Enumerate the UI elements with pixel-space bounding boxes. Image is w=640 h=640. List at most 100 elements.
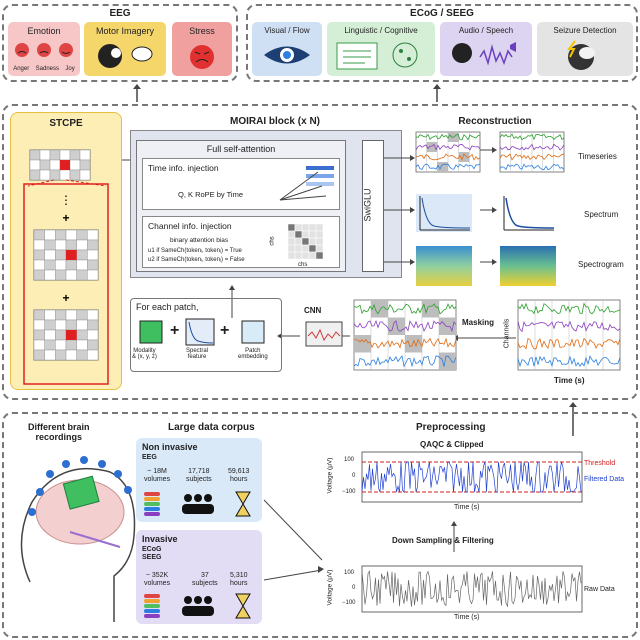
corpus-title: Large data corpus [168,422,255,433]
arrow-up-model [569,402,577,436]
raw-ylabel: Voltage (μV) [326,569,334,606]
swiglu-box [362,140,384,272]
patch-item-spectral: Spectral feature [186,348,209,360]
seizure-brain-icon [567,40,595,70]
bias-line-2: u2 if SameCh(tokenᵢ, tokenⱼ) = False [148,257,245,263]
filtered-ylabel: Voltage (μV) [326,457,334,494]
filtered-ytick-neg100: −100 [342,489,356,495]
ecog-title: ECoG / SEEG [410,8,474,19]
bias-title: binary attention bias [170,237,229,244]
masking-label: Masking [462,318,495,327]
masked-signals [353,299,457,371]
threshold-label: Threshold [584,460,616,467]
chs-label-vertical: chs [269,236,276,246]
patch-item-modality: Modality & (x, y, z) [132,348,157,360]
downsampling-label: Down Sampling & Filtering [392,536,494,545]
patch-spectral-icon [185,318,215,346]
cnn-patch-icon [305,321,343,347]
rope-text: Q, K RoPE by Time [178,190,244,199]
time-axis-label: Time (s) [554,376,585,385]
linguistic-icon [336,42,418,70]
filtered-xlabel: Time (s) [454,504,480,511]
ecog-panel [246,4,638,82]
time-injection-title: Time info. injection [148,163,219,173]
raw-xlabel: Time (s) [454,614,480,621]
channel-bias-matrix [287,223,324,260]
filtered-signal-plot [361,451,583,503]
patch-modality-icon [139,320,163,344]
ecog-task-audio-speech: Audio / Speech [440,22,532,76]
data-panel [2,412,638,638]
face-label-sadness: Sadness [35,66,59,72]
recon-spectrogram-input [416,246,472,286]
patch-item-embedding: Patch embedding [238,348,268,360]
emotion-faces-icon [15,43,73,57]
raw-signal-plot [361,565,583,613]
hourglass-icon [235,491,251,517]
reconstruction-title: Reconstruction [458,116,532,127]
raw-ytick-neg100: −100 [342,600,356,606]
model-panel [2,104,638,400]
recon-spectrogram-label: Spectrogram [578,260,624,269]
svg-text:⋮: ⋮ [60,193,72,207]
eeg-task-motor-imagery: Motor Imagery [84,22,166,76]
invasive-sub: ECoG SEEG [142,546,162,561]
stcpe-grids: ⋮++ [23,149,109,385]
ecog-task-visual-flow: Visual / Flow [252,22,322,76]
ecog-task-seizure-detection: Seizure Detection [537,22,633,76]
motor-imagery-icon [98,44,153,68]
head-with-electrodes-icon [20,456,136,622]
filtered-data-label: Filtered Data [584,476,625,483]
face-label-joy: Joy [65,66,75,72]
people-icon [182,596,214,616]
patch-embedding-icon [241,320,265,344]
raw-ytick-100: 100 [344,570,355,576]
cnn-label: CNN [304,306,322,315]
filtered-ytick-100: 100 [344,457,355,463]
eeg-panel [2,4,238,82]
rope-rotation-icon [279,166,334,201]
moirai-title: MOIRAI block (x N) [229,116,320,127]
raw-multichannel-signals [517,299,621,371]
recon-spectrum-output [503,196,555,231]
arrow-up-ecog [433,84,441,102]
channels-label: Channels [503,318,511,349]
plus-2: + [220,322,230,339]
svg-text:+: + [62,211,69,225]
noninvasive-sub: EEG [142,454,157,461]
arrow-up-eeg [133,84,141,102]
full-attention-title: Full self-attention [206,144,276,154]
recon-spectrum-input [416,194,472,232]
database-icon [144,492,160,516]
preprocessing-title: Preprocessing [416,422,486,433]
stcpe-title: STCPE [49,118,83,129]
brain-recordings-title: Different brain recordings [28,422,90,442]
eye-icon [264,46,310,64]
invasive-title: Invasive [142,534,178,544]
eeg-task-emotion: Emotion Anger Sadness Joy [8,22,80,76]
patch-box [130,298,282,372]
raw-ytick-0: 0 [352,585,356,591]
speech-icon [452,42,516,66]
recon-timeseries-output [499,131,565,173]
recon-spectrogram-output [500,246,556,286]
channel-injection-title: Channel info. injection [148,221,232,231]
recon-timeseries-masked [415,131,481,173]
recon-spectrum-label: Spectrum [584,210,619,219]
hourglass-icon [235,593,251,619]
eeg-task-stress: Stress [172,22,232,76]
noninvasive-title: Non invasive [142,442,198,452]
qaqc-label: QAQC & Clipped [420,440,484,449]
face-label-anger: Anger [13,66,30,72]
stress-face-icon [190,45,214,69]
bias-line-1: u1 if SameCh(tokenᵢ, tokenⱼ) = True [148,248,242,254]
recon-timeseries-label: Timeseries [578,152,617,161]
ecog-task-linguistic-cognitive: Linguistic / Cognitive [327,22,435,76]
plus-1: + [170,322,180,339]
